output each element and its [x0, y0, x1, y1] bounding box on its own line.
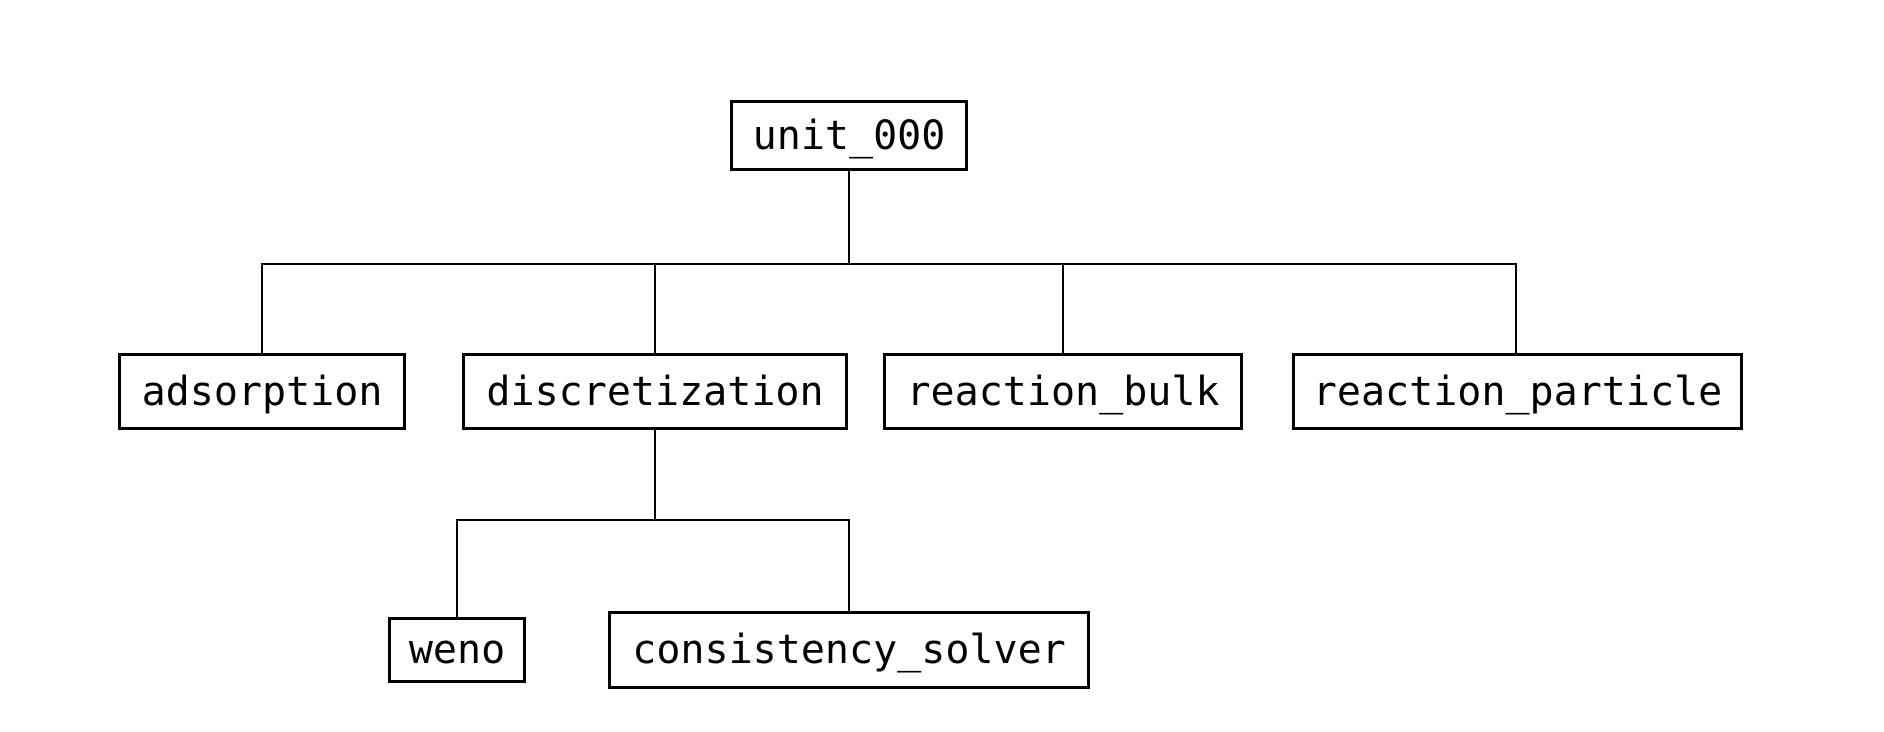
connector-to-consistency-solver [848, 519, 850, 611]
tree-node-reaction-particle: reaction_particle [1292, 353, 1743, 430]
tree-node-reaction-bulk: reaction_bulk [883, 353, 1243, 430]
connector-to-discretization [654, 263, 656, 353]
connector-to-reaction-bulk [1062, 263, 1064, 353]
tree-node-unit-000: unit_000 [730, 100, 968, 171]
tree-node-consistency-solver: consistency_solver [608, 611, 1090, 689]
connector-to-weno [456, 519, 458, 617]
connector-discretization-down [654, 430, 656, 521]
tree-node-adsorption: adsorption [118, 353, 406, 430]
connector-level2-rail [456, 519, 850, 521]
connector-to-adsorption [261, 263, 263, 353]
tree-node-weno: weno [388, 617, 526, 683]
connector-level1-rail [261, 263, 1517, 265]
tree-node-discretization: discretization [462, 353, 848, 430]
connector-root-down [848, 171, 850, 264]
connector-to-reaction-particle [1515, 263, 1517, 353]
